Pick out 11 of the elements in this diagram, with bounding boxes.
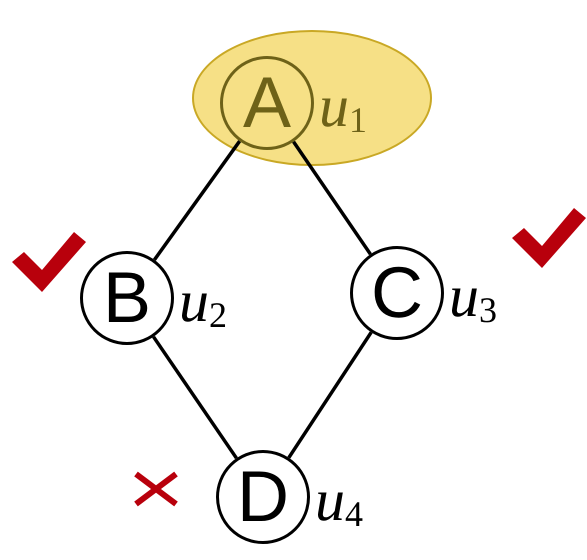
node-letter: B — [102, 262, 152, 334]
connector-line — [287, 331, 373, 459]
node-letter: A — [242, 67, 292, 139]
node-variable-label: u$_{4}$ — [315, 470, 363, 532]
connector-line — [152, 140, 242, 261]
connector-line — [152, 336, 238, 460]
node-letter: C — [371, 257, 423, 329]
node-letter: D — [237, 461, 289, 533]
node-variable-label: u$_{3}$ — [449, 266, 497, 328]
node-variable-label: u$_{2}$ — [179, 271, 227, 333]
node-variable-label: u$_{1}$ — [319, 76, 367, 138]
